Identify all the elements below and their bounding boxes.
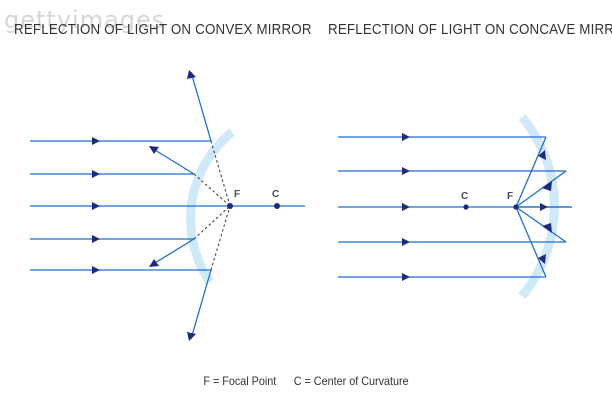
convex-center-point: [274, 203, 280, 209]
concave-focal-point: [513, 204, 519, 210]
concave-incident-arrows: [402, 133, 410, 281]
concave-focal-label: F: [507, 191, 513, 202]
convex-focal-label: F: [234, 189, 240, 200]
legend-focal-point: F = Focal Point: [203, 374, 277, 388]
convex-focal-point: [227, 203, 233, 209]
concave-center-label: C: [461, 191, 468, 202]
convex-mirror: [186, 128, 235, 285]
convex-reflected-arrows: [149, 70, 196, 341]
legend-center-of-curvature: C = Center of Curvature: [293, 374, 409, 388]
convex-reflected-ray-5: [190, 269, 212, 340]
convex-incident-arrows: [92, 137, 100, 274]
convex-reflected-ray-1: [190, 71, 212, 142]
convex-mirror-title: REFLECTION OF LIGHT ON CONVEX MIRROR: [14, 22, 312, 38]
convex-reflected-ray-4: [149, 238, 195, 267]
concave-reflected-arrows: [538, 150, 552, 264]
watermark: gettyimages: [4, 6, 166, 34]
convex-mirror-group: F C: [30, 70, 305, 341]
convex-virtual-lines: [193, 140, 231, 271]
legend: F = Focal Point C = Center of Curvature: [31, 374, 582, 388]
concave-center-point: [463, 204, 469, 210]
concave-mirror-group: C F: [338, 114, 572, 299]
concave-mirror-title: REFLECTION OF LIGHT ON CONCAVE MIRROR: [328, 22, 612, 38]
convex-center-label: C: [272, 189, 279, 200]
convex-reflected-ray-2: [149, 146, 195, 175]
